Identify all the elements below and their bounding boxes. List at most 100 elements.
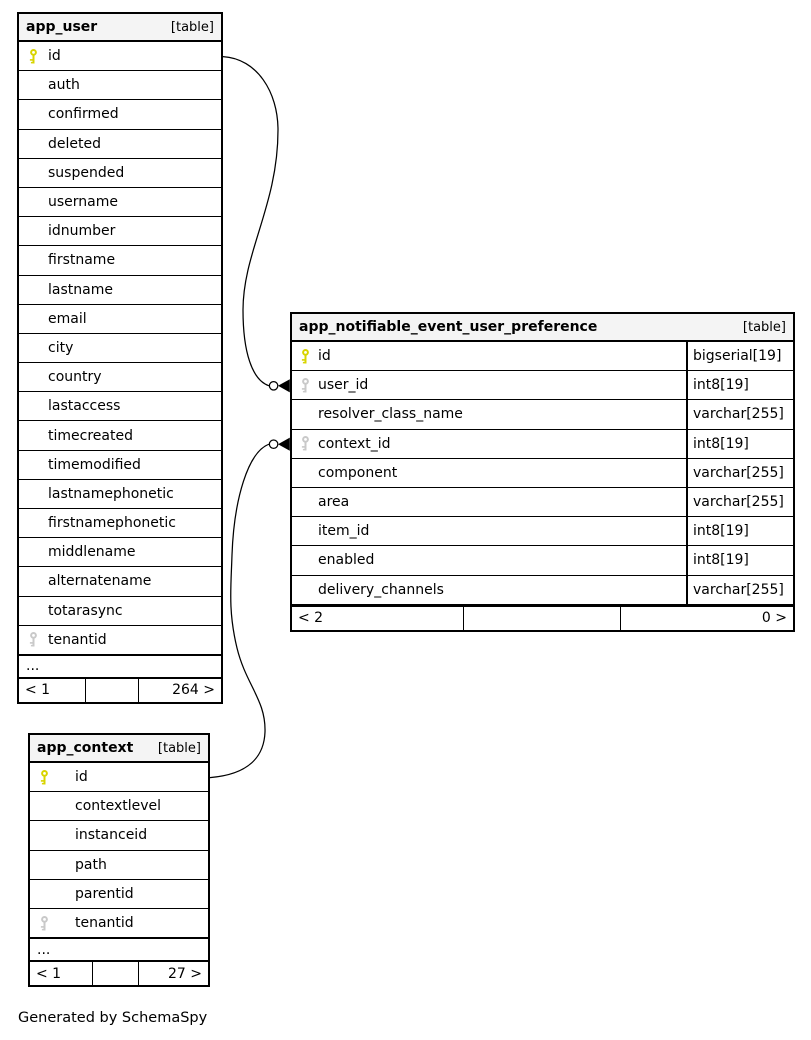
column-row-email: email (19, 304, 221, 334)
column-row-id: id (30, 763, 208, 793)
key-icon-cell (292, 377, 318, 393)
column-row-tenantid: tenantid (30, 908, 208, 939)
column-row-user_id: user_id int8[19] (292, 371, 793, 401)
column-row-firstnamephonetic: firstnamephonetic (19, 509, 221, 539)
column-row-lastname: lastname (19, 275, 221, 305)
column-name: timecreated (48, 427, 133, 444)
column-row-item_id: item_id int8[19] (292, 517, 793, 547)
column-name: country (48, 369, 102, 386)
column-name: tenantid (48, 631, 107, 648)
column-row-context_id: context_id int8[19] (292, 429, 793, 459)
key-icon-cell (292, 436, 318, 451)
key-icon-cell (30, 915, 59, 931)
table-header-app_user[interactable]: app_user [table] (19, 14, 221, 42)
zero-or-one-endpoint-circle (268, 439, 279, 450)
primary-key-icon (301, 348, 309, 364)
relationship-line-app_user-id-to-user_id (222, 55, 279, 387)
column-name: path (75, 856, 107, 873)
foreign-key-icon (29, 632, 37, 647)
column-name: contextlevel (75, 798, 162, 815)
footer-degree-left: < 1 (36, 965, 62, 982)
column-name: context_id (318, 435, 391, 452)
foreign-key-icon (40, 915, 48, 931)
column-type: varchar[255] (686, 458, 793, 487)
column-row-alternatename: alternatename (19, 567, 221, 597)
generator-credit: Generated by SchemaSpy (18, 1010, 208, 1026)
column-row-country: country (19, 363, 221, 393)
table-header-app_context[interactable]: app_context [table] (30, 735, 208, 763)
footer-degree-right: 264 > (138, 678, 221, 702)
column-name: item_id (318, 523, 370, 540)
column-row-timemodified: timemodified (19, 450, 221, 480)
more-columns-ellipsis: ... (30, 938, 208, 961)
column-row-totarasync: totarasync (19, 596, 221, 626)
column-row-deleted: deleted (19, 129, 221, 159)
more-columns-ellipsis: ... (19, 654, 221, 677)
column-row-username: username (19, 187, 221, 218)
column-row-confirmed: confirmed (19, 100, 221, 130)
column-type: int8[19] (686, 371, 793, 400)
table-node-app_notifiable_event_user_preference[interactable]: app_notifiable_event_user_preference [tab… (290, 312, 795, 632)
footer-degree-right: 27 > (138, 962, 208, 986)
column-name: resolver_class_name (318, 406, 463, 423)
column-name: alternatename (48, 573, 152, 590)
column-name: lastname (48, 281, 113, 298)
table-name[interactable]: app_context (37, 740, 134, 756)
column-row-idnumber: idnumber (19, 217, 221, 247)
table-name[interactable]: app_notifiable_event_user_preference (299, 319, 598, 335)
table-type-badge: [table] (742, 319, 786, 335)
column-type: int8[19] (686, 517, 793, 546)
primary-key-icon (29, 48, 37, 64)
crow-foot-arrow (278, 437, 290, 451)
column-name: suspended (48, 164, 125, 181)
column-name: component (318, 464, 398, 481)
table-node-app_user[interactable]: app_user [table] id auth confirmed deleted sus… (17, 12, 223, 704)
column-name: email (48, 310, 87, 327)
column-row-lastnamephonetic: lastnamephonetic (19, 479, 221, 509)
key-icon-cell (19, 48, 48, 64)
column-row-path: path (30, 850, 208, 880)
table-type-badge: [table] (170, 19, 214, 35)
primary-key-icon (40, 769, 48, 785)
column-name: id (75, 769, 88, 786)
column-row-parentid: parentid (30, 879, 208, 909)
column-name: username (48, 194, 118, 211)
column-name: city (48, 339, 74, 356)
table-node-app_context[interactable]: app_context [table] id contextlevel instance… (28, 733, 210, 988)
footer-degree-middle (92, 962, 138, 986)
footer-degree-middle (463, 606, 620, 630)
column-type: int8[19] (686, 546, 793, 575)
table-degree-footer: < 1 27 > (30, 960, 208, 986)
footer-degree-middle (85, 678, 138, 702)
column-name: parentid (75, 885, 134, 902)
footer-degree-right: 0 > (620, 606, 793, 630)
column-name: enabled (318, 552, 375, 569)
column-name: firstname (48, 252, 116, 269)
column-name: user_id (318, 377, 369, 394)
column-name: lastnamephonetic (48, 485, 174, 502)
column-row-id: id (19, 42, 221, 72)
table-name[interactable]: app_user (26, 19, 98, 35)
column-name: id (48, 48, 61, 65)
table-type-badge: [table] (157, 740, 201, 756)
column-row-tenantid: tenantid (19, 625, 221, 655)
key-icon-cell (30, 769, 59, 785)
column-name: tenantid (75, 915, 134, 932)
column-name: totarasync (48, 602, 123, 619)
table-header-app_notifiable_event_user_preference[interactable]: app_notifiable_event_user_preference [tab… (292, 314, 793, 342)
column-type: varchar[255] (686, 575, 793, 604)
table-degree-footer: < 1 264 > (19, 676, 221, 702)
column-name: firstnamephonetic (48, 515, 176, 532)
column-type: bigserial[19] (686, 342, 793, 371)
column-name: auth (48, 77, 80, 94)
column-row-instanceid: instanceid (30, 821, 208, 851)
footer-degree-left: < 1 (25, 682, 51, 699)
column-name: deleted (48, 135, 101, 152)
column-type: int8[19] (686, 429, 793, 458)
foreign-key-icon (301, 377, 309, 393)
column-row-enabled: enabled int8[19] (292, 546, 793, 576)
